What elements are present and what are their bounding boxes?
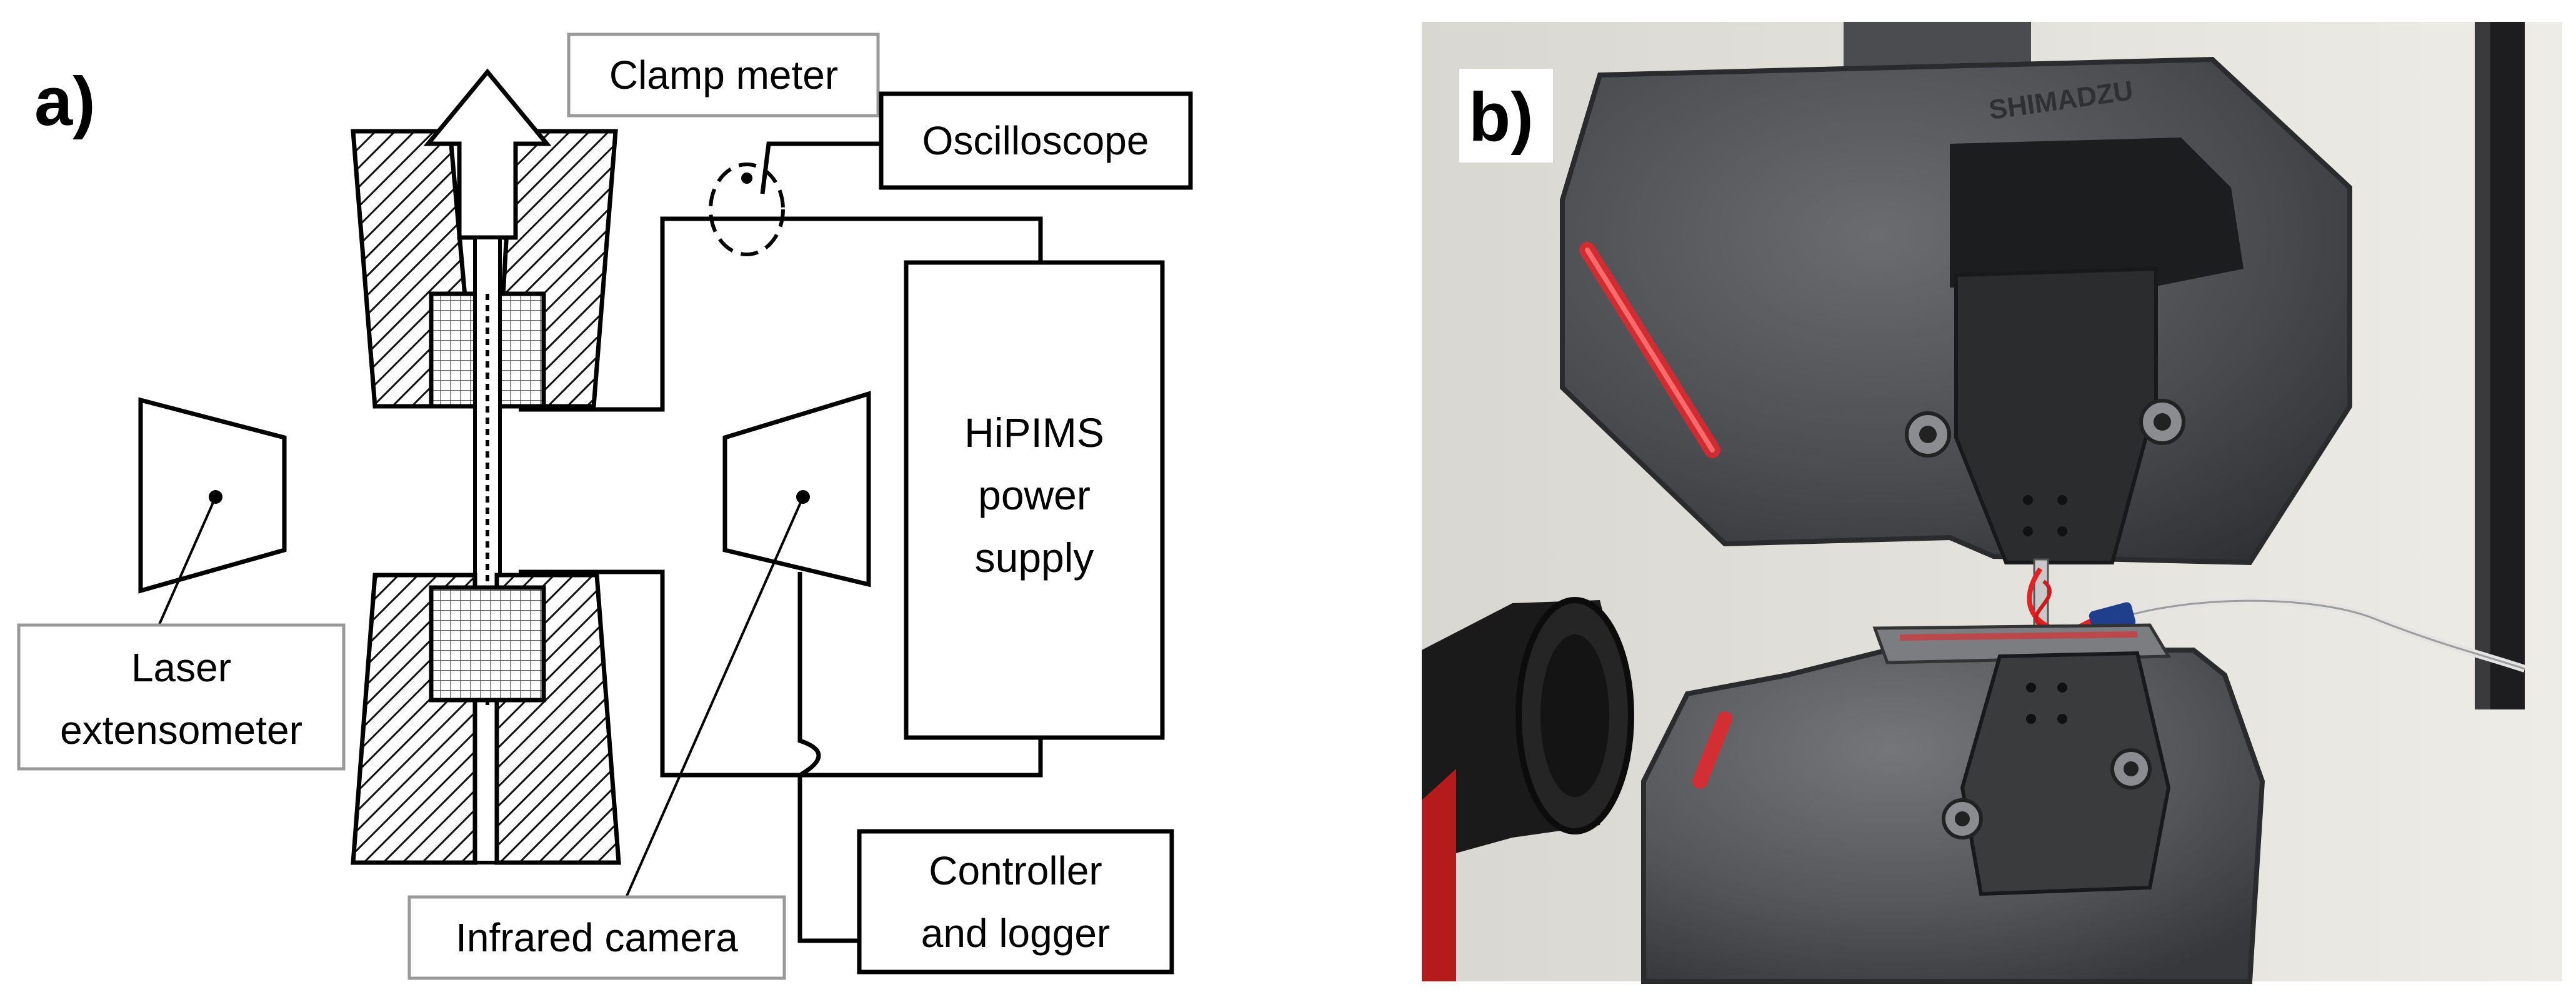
svg-text:Laser: Laser — [131, 645, 231, 690]
lower-grip-block — [1960, 651, 2171, 896]
infrared-camera-label: Infrared camera — [407, 895, 786, 980]
panel-b-tag: b) — [1469, 79, 1534, 156]
svg-text:and logger: and logger — [921, 911, 1110, 956]
clamp-meter-label: Clamp meter — [567, 33, 880, 118]
oscilloscope-box: Oscilloscope — [879, 91, 1193, 190]
svg-text:Clamp meter: Clamp meter — [609, 53, 838, 98]
laser-extensometer-label: Laser extensometer — [17, 623, 346, 771]
svg-text:supply: supply — [975, 534, 1094, 581]
controller-logger-box: Controller and logger — [857, 829, 1174, 974]
svg-text:HiPIMS: HiPIMS — [964, 409, 1104, 456]
svg-text:power: power — [978, 472, 1091, 518]
pull-direction-arrow — [423, 68, 552, 240]
upper-grip-block — [1954, 266, 2158, 564]
panel-b-photo: SHIMADZU b) — [1422, 22, 2562, 984]
clamp-meter-probe — [709, 163, 785, 256]
svg-text:Controller: Controller — [929, 848, 1102, 893]
infrared-camera-device — [722, 391, 871, 588]
hipims-power-supply-box: HiPIMS power supply — [904, 260, 1165, 740]
upper-grip — [351, 129, 618, 409]
svg-text:Oscilloscope: Oscilloscope — [922, 118, 1149, 163]
svg-text:extensometer: extensometer — [60, 708, 302, 753]
lower-grip — [351, 573, 621, 865]
panel-a-schematic: a) Clamp meter — [17, 33, 1193, 980]
infrared-camera-lens — [1422, 597, 1634, 981]
svg-text:Infrared camera: Infrared camera — [456, 915, 738, 960]
wiring — [519, 141, 1043, 943]
panel-a-tag: a) — [34, 63, 96, 140]
